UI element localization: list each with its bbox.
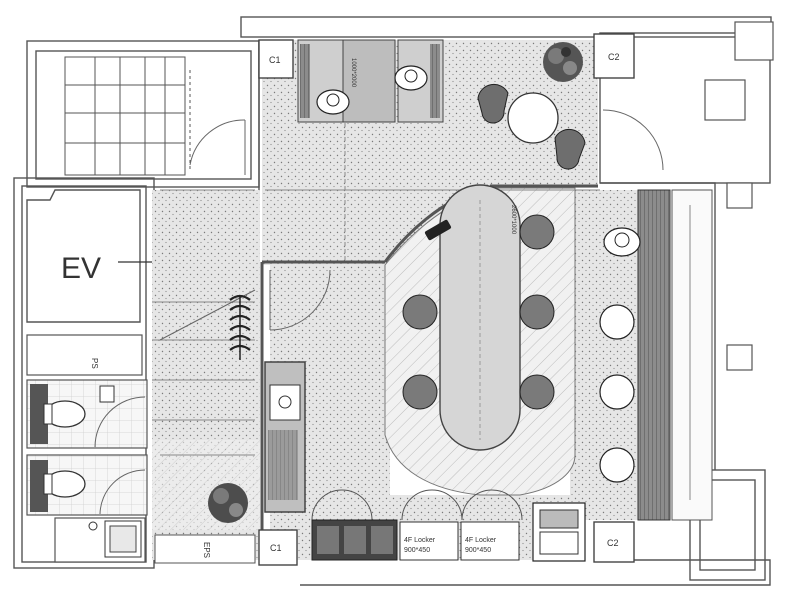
locker-doors [311, 489, 523, 521]
right-door [602, 109, 664, 171]
eps-room [154, 534, 256, 564]
interior-thin-lines [152, 60, 600, 456]
shared-counter [439, 184, 521, 451]
column-c2-top-label: C2 [608, 52, 620, 62]
pipe-shaft [26, 334, 143, 376]
column-c1-bottom-label: C1 [270, 543, 282, 553]
locker-a-name: 4F Locker [404, 537, 436, 544]
shoe-lockers [311, 519, 398, 561]
column-c2-top [593, 33, 635, 79]
person-seated-1 [316, 89, 350, 115]
washroom-sink [54, 517, 146, 563]
bench-stools [599, 304, 635, 483]
locker-4f-a [399, 521, 459, 561]
printer [532, 502, 586, 562]
locker-b-name: 4F Locker [465, 537, 497, 544]
right-facade [704, 21, 774, 371]
laptop [424, 219, 452, 241]
counter-dim-right: 2600*1000 [510, 205, 516, 235]
bench-seating-top [297, 39, 444, 123]
plant-top [543, 42, 583, 82]
counter-left-stools [402, 294, 438, 410]
column-c1-top-label: C1 [269, 55, 281, 65]
restroom-2 [26, 454, 148, 516]
restroom-1 [26, 379, 148, 449]
plant-lobby [208, 483, 248, 523]
stair-door [189, 119, 246, 175]
lobby-door [269, 269, 331, 331]
eps-label: EPS [202, 542, 211, 558]
stairs [64, 56, 191, 176]
elevator-label: EV [61, 252, 101, 285]
person-seated-2 [394, 65, 428, 91]
outer-walls [13, 16, 772, 586]
elevator-shaft [26, 189, 141, 323]
locker-4f-b [460, 521, 520, 561]
column-c1-top [258, 39, 294, 79]
round-table [507, 92, 559, 144]
kitchenette-counter [264, 361, 306, 513]
counter-right-stools [519, 214, 555, 410]
person-at-bench [603, 227, 641, 257]
wall-bench [637, 189, 713, 521]
locker-b-size: 900*450 [465, 547, 491, 554]
locker-a-size: 900*450 [404, 547, 430, 554]
coat-rack [229, 294, 251, 360]
column-c2-bottom [593, 521, 635, 563]
round-table-chairs [477, 83, 586, 170]
counter-dim-top: 1000*2000 [350, 58, 356, 88]
pipe-shaft-label: PS [90, 358, 99, 369]
column-c1-bottom [258, 529, 298, 566]
column-c2-bottom-label: C2 [607, 538, 619, 548]
